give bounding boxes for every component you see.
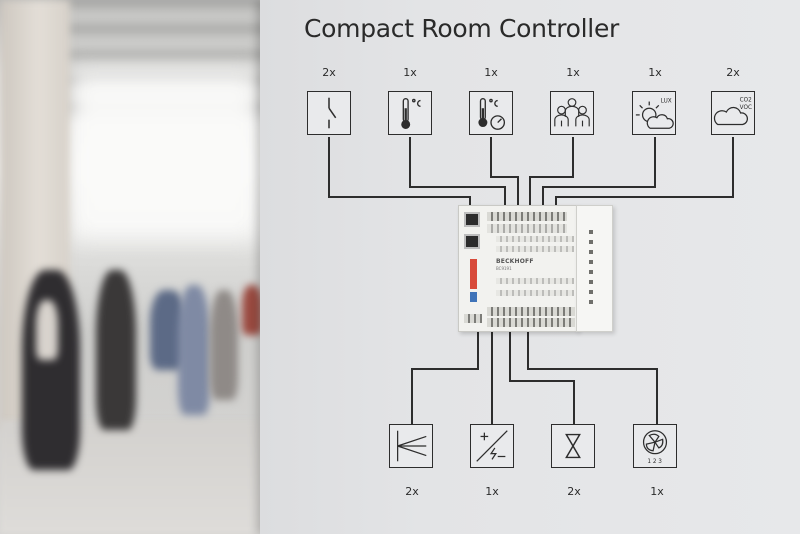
status-led: [589, 230, 593, 234]
blurred-person: [36, 300, 58, 360]
io-terminals: [496, 246, 574, 252]
input-quantity: 1x: [484, 66, 498, 79]
brand-label: BECKHOFF: [496, 258, 534, 265]
ethernet-port: [464, 212, 480, 227]
end-cap: [576, 205, 613, 332]
input-quantity: 2x: [322, 66, 336, 79]
blurred-person: [96, 270, 136, 430]
panel-title: Compact Room Controller: [304, 14, 619, 43]
controller-body: BECKHOFF BC9191: [458, 205, 578, 332]
terminal-row-top: [487, 212, 567, 221]
fan-icon: 1 2 3: [633, 424, 677, 468]
room-controller-module: BECKHOFF BC9191: [458, 205, 613, 332]
terminal-row-bottom: [464, 314, 482, 323]
output-quantity: 1x: [485, 485, 499, 498]
status-led: [589, 280, 593, 284]
status-led: [589, 250, 593, 254]
terminal-row-top: [487, 224, 567, 233]
io-terminals: [496, 278, 574, 284]
status-led: [589, 260, 593, 264]
terminal-row-bottom: [487, 307, 575, 316]
io-terminals: [496, 290, 574, 296]
output-quantity: 1x: [650, 485, 664, 498]
valve-icon: [551, 424, 595, 468]
temperature-setpoint-dial-icon: [469, 91, 513, 135]
status-led: [589, 300, 593, 304]
output-quantity: 2x: [567, 485, 581, 498]
model-label: BC9191: [496, 266, 512, 271]
dc-power-converter-icon: [470, 424, 514, 468]
input-quantity: 1x: [566, 66, 580, 79]
blurred-exhibition-hall: [0, 0, 262, 534]
input-quantity: 1x: [648, 66, 662, 79]
actuator-icon: [389, 424, 433, 468]
dip-switch: [470, 259, 477, 289]
output-quantity: 2x: [405, 485, 419, 498]
status-led: [589, 270, 593, 274]
blurred-person: [210, 290, 238, 400]
terminal-row-bottom: [487, 318, 575, 327]
light-sensor-icon: LUX: [632, 91, 676, 135]
ethernet-port: [464, 234, 480, 249]
bright-window-glow: [70, 70, 260, 240]
occupancy-people-icon: [550, 91, 594, 135]
blurred-person: [242, 285, 262, 335]
fan-speed-label: 1 2 3: [647, 459, 662, 465]
voc-label: VOC: [740, 105, 752, 111]
blurred-person: [178, 285, 210, 415]
co2-label: CO2: [740, 98, 752, 104]
status-led: [589, 240, 593, 244]
lux-label: LUX: [661, 99, 672, 105]
input-quantity: 2x: [726, 66, 740, 79]
dip-switch: [470, 292, 477, 302]
status-led: [589, 290, 593, 294]
temperature-sensor-icon: [388, 91, 432, 135]
switch-icon: [307, 91, 351, 135]
io-terminals: [496, 236, 574, 242]
input-quantity: 1x: [403, 66, 417, 79]
